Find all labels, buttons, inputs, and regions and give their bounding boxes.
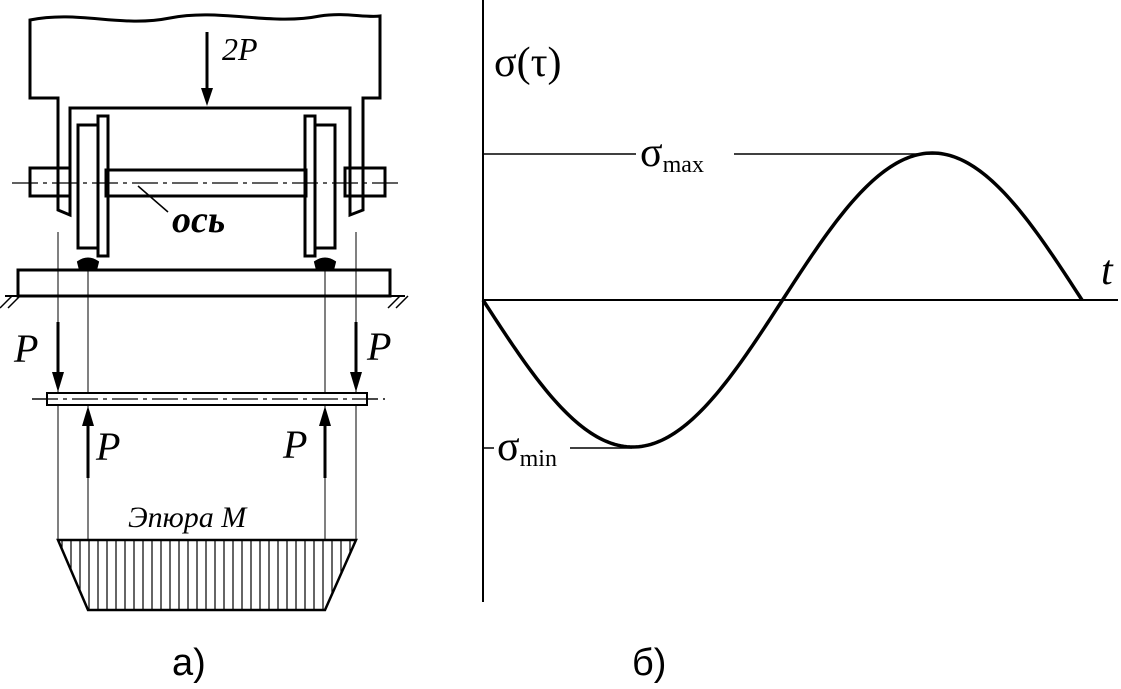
wheel-right-inner [303, 114, 317, 258]
axle-box-right [343, 166, 387, 198]
rail-plate [16, 268, 392, 298]
sigma-max-label: σmax [640, 130, 704, 178]
force-label-left-bottom: P [95, 424, 120, 469]
sigma-max-subscript: max [663, 152, 704, 178]
stress-curve [481, 151, 1084, 449]
wagon-schematic [5, 13, 405, 298]
projection-lines [57, 232, 357, 540]
stress-chart [481, 0, 1118, 602]
y-axis-label: σ(τ) [494, 40, 562, 86]
car-body [28, 13, 382, 218]
moment-diagram [56, 538, 358, 612]
load-label-2p: 2P [222, 31, 258, 67]
axle-label: ось [172, 199, 225, 241]
sigma-min-symbol: σ [497, 424, 520, 470]
sigma-max-label-bg [636, 130, 734, 174]
caption-a: а) [172, 642, 206, 684]
force-arrow-left-up [82, 406, 94, 478]
axle-box-left [28, 166, 72, 198]
wheel-left-outer [76, 123, 100, 250]
force-arrow-right-down [350, 322, 362, 392]
force-label-left-top: P [13, 326, 38, 371]
x-axis-label: t [1101, 248, 1114, 294]
caption-b: б) [632, 642, 666, 684]
force-arrow-left-down [52, 322, 64, 392]
force-label-right-top: P [366, 324, 391, 369]
force-arrow-right-up [319, 406, 331, 478]
sigma-min-label-bg [494, 424, 570, 468]
sigma-max-symbol: σ [640, 130, 663, 176]
force-label-right-bottom: P [282, 422, 307, 467]
sigma-min-label: σmin [497, 424, 557, 472]
axle-leader [137, 185, 169, 213]
wheel-left-inner [96, 114, 110, 258]
sigma-min-subscript: min [520, 446, 557, 472]
wheel-right-outer [313, 123, 337, 250]
load-arrow-2p [201, 32, 213, 106]
moment-diagram-label: Эпюра М [128, 501, 248, 534]
ground-hatching [0, 295, 409, 309]
